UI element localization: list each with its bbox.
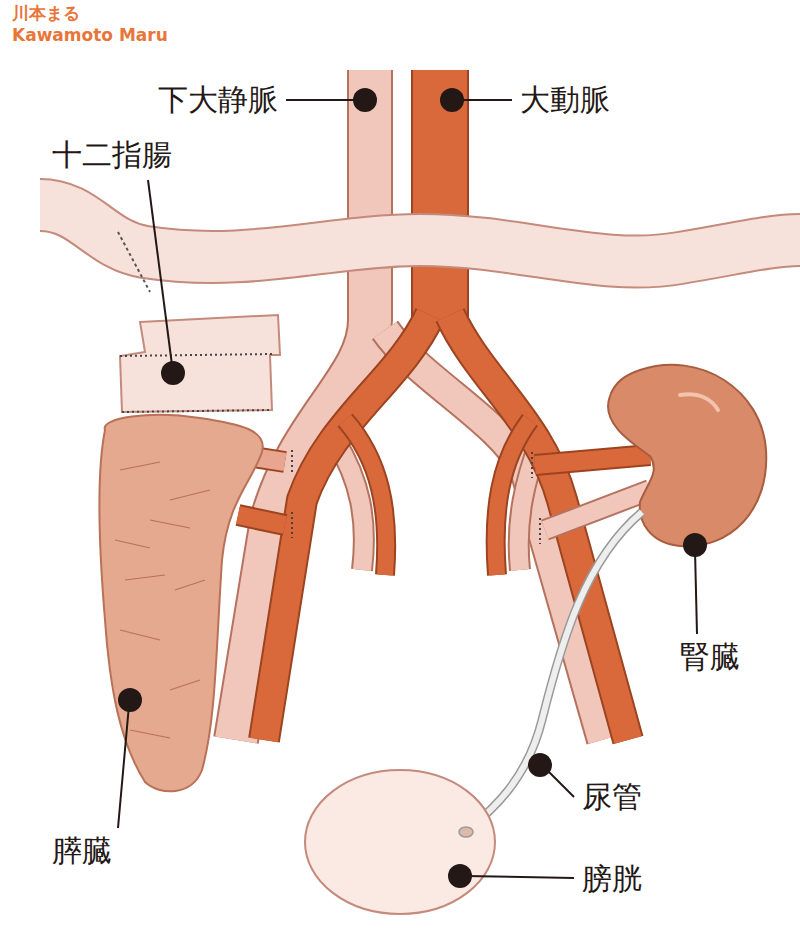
small-intestine: [40, 205, 800, 292]
part-label: 大動脈: [520, 83, 610, 116]
part-label: 下大静脈: [158, 83, 278, 116]
watermark: Kawamoto Maru: [12, 26, 168, 45]
watermark: 川本まる: [12, 4, 80, 23]
bladder: [305, 770, 495, 914]
callout-dot: [118, 88, 707, 888]
leader-line: [118, 100, 697, 878]
vein: [236, 70, 602, 740]
part-label: 膵臓: [52, 834, 112, 867]
pancreas: [99, 415, 263, 792]
part-label: 十二指腸: [52, 138, 172, 171]
artery: [264, 70, 628, 740]
ureter-opening: [459, 827, 473, 837]
graft-vessel: [238, 450, 650, 544]
ureter: [468, 512, 642, 830]
part-label: 尿管: [582, 780, 642, 813]
part-label: 膀胱: [582, 862, 642, 895]
duodenum: [120, 315, 280, 412]
part-label: 腎臓: [680, 640, 740, 673]
